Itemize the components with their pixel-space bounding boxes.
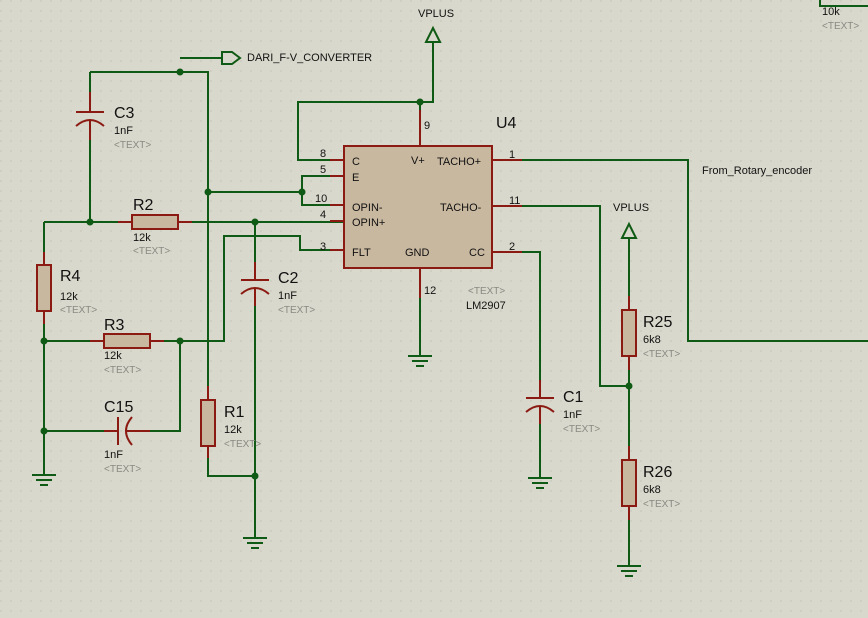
chip-body (343, 145, 493, 269)
r4-ref: R4 (60, 268, 81, 285)
pin-opin-minus-label: OPIN- (352, 202, 383, 214)
pin-opin-plus-label: OPIN+ (352, 217, 385, 229)
pin-num-8: 8 (320, 148, 326, 160)
dari-net-label: DARI_F-V_CONVERTER (247, 52, 372, 64)
vplus-right-label: VPLUS (613, 202, 649, 214)
r4-value: 12k (60, 291, 78, 303)
pin-num-2: 2 (509, 241, 515, 253)
pin-e-label: E (352, 172, 359, 184)
resistor-r3[interactable]: R3 12k <TEXT> (90, 317, 164, 376)
capacitor-c2[interactable]: C2 1nF <TEXT> (240, 262, 315, 316)
chip-part: LM2907 (466, 300, 506, 312)
wires (43, 0, 868, 566)
r2-value: 12k (133, 232, 151, 244)
chip-ref: U4 (496, 115, 517, 132)
pin-num-11: 11 (509, 195, 520, 207)
pin-num-4: 4 (320, 209, 326, 221)
r25-value: 6k8 (643, 334, 661, 346)
c2-ref: C2 (278, 270, 299, 287)
pin-num-3: 3 (320, 241, 326, 253)
r25-ref: R25 (643, 314, 672, 331)
c15-value: 1nF (104, 449, 123, 461)
pin-tacho-plus-label: TACHO+ (437, 156, 481, 168)
pin-num-9: 9 (424, 120, 430, 132)
pin-num-10: 10 (315, 193, 327, 205)
c2-text: <TEXT> (278, 305, 315, 316)
junction-dots (40, 68, 633, 480)
r4-text: <TEXT> (60, 305, 97, 316)
ground-r26 (617, 565, 641, 577)
r3-text: <TEXT> (104, 365, 141, 376)
corner-component[interactable]: 10k <TEXT> (822, 6, 859, 32)
pin-num-1: 1 (509, 149, 515, 161)
c3-text: <TEXT> (114, 140, 151, 151)
r3-value: 12k (104, 350, 122, 362)
chip-text: <TEXT> (468, 286, 505, 297)
r2-ref: R2 (133, 197, 154, 214)
r26-value: 6k8 (643, 484, 661, 496)
pin-flt-label: FLT (352, 247, 371, 259)
r25-text: <TEXT> (643, 349, 680, 360)
resistor-r26[interactable]: R26 6k8 <TEXT> (621, 446, 680, 520)
r3-ref: R3 (104, 317, 125, 334)
r1-text: <TEXT> (224, 439, 261, 450)
pin-cc-label: CC (469, 247, 485, 259)
c15-ref: C15 (104, 399, 133, 416)
capacitor-c1[interactable]: C1 1nF <TEXT> (525, 380, 600, 435)
ground-r1c2 (243, 537, 267, 549)
pin-tacho-minus-label: TACHO- (440, 202, 482, 214)
vplus-top-symbol[interactable]: VPLUS (418, 8, 454, 43)
c1-value: 1nF (563, 409, 582, 421)
pin-c-label: C (352, 156, 360, 168)
r2-text: <TEXT> (133, 246, 170, 257)
capacitor-c3[interactable]: C3 1nF <TEXT> (75, 92, 151, 151)
pin-num-12: 12 (424, 285, 436, 297)
dari-net-terminal[interactable]: DARI_F-V_CONVERTER (221, 51, 372, 65)
ground-chip (408, 355, 432, 367)
ground-symbols (32, 355, 641, 577)
r26-text: <TEXT> (643, 499, 680, 510)
c1-text: <TEXT> (563, 424, 600, 435)
vplus-right-symbol[interactable]: VPLUS (613, 202, 649, 239)
r26-ref: R26 (643, 464, 672, 481)
resistor-r25[interactable]: R25 6k8 <TEXT> (621, 296, 680, 370)
corner-value: 10k (822, 6, 840, 18)
rotary-net-label: From_Rotary_encoder (702, 165, 812, 177)
r1-ref: R1 (224, 404, 245, 421)
c2-value: 1nF (278, 290, 297, 302)
pin-vplus-label: V+ (411, 155, 425, 167)
ground-c1 (528, 477, 552, 489)
resistor-r2[interactable]: R2 12k <TEXT> (118, 197, 192, 257)
pin-gnd-label: GND (405, 247, 430, 259)
chip-u4[interactable]: U4 <TEXT> LM2907 C E OPIN- OPIN+ FLT V+ … (315, 110, 522, 312)
corner-text: <TEXT> (822, 21, 859, 32)
c3-ref: C3 (114, 105, 135, 122)
resistor-r1[interactable]: R1 12k <TEXT> (200, 386, 261, 458)
vplus-top-label: VPLUS (418, 8, 454, 20)
c3-value: 1nF (114, 125, 133, 137)
c1-ref: C1 (563, 389, 584, 406)
resistor-r4[interactable]: R4 12k <TEXT> (36, 252, 97, 324)
capacitor-c15[interactable]: C15 1nF <TEXT> (104, 399, 150, 475)
ground-r4 (32, 474, 56, 486)
r1-value: 12k (224, 424, 242, 436)
c15-text: <TEXT> (104, 464, 141, 475)
pin-num-5: 5 (320, 164, 326, 176)
